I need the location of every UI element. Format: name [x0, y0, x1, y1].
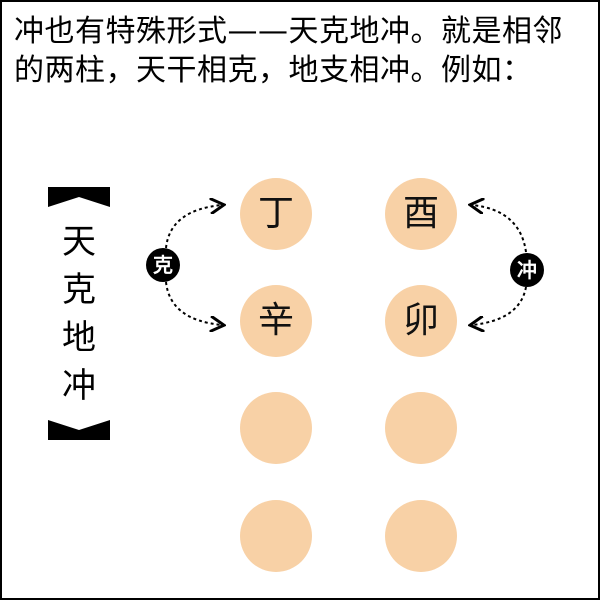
- banner-bottom-cap: [48, 418, 110, 440]
- pillar-1-empty: [240, 500, 312, 572]
- banner-top-cap: [48, 187, 110, 209]
- pillar-2-branch: 卯: [385, 285, 457, 357]
- banner-char: 冲: [62, 366, 96, 406]
- pillar-1-stem: 丁: [240, 178, 312, 250]
- pillar-2-empty: [385, 392, 457, 464]
- right-arrow-up: [472, 205, 527, 253]
- relation-badge-left: 克: [146, 248, 180, 282]
- banner-char: 地: [62, 318, 96, 358]
- banner-vertical-text: 天 克 地 冲: [50, 218, 108, 410]
- pillar-1-empty: [240, 392, 312, 464]
- left-arrow-down: [165, 281, 222, 325]
- intro-text: 冲也有特殊形式——天克地冲。就是相邻的两柱，天干相克，地支相冲。例如：: [14, 14, 563, 88]
- relation-badge-right: 冲: [510, 253, 544, 287]
- right-arrow-down: [472, 286, 527, 325]
- pillar-2-stem: 酉: [385, 178, 457, 250]
- pillar-1-branch: 辛: [240, 285, 312, 357]
- left-arrow-up: [165, 205, 222, 249]
- banner-char: 克: [62, 270, 96, 310]
- pillar-2-empty: [385, 500, 457, 572]
- banner-char: 天: [62, 222, 96, 262]
